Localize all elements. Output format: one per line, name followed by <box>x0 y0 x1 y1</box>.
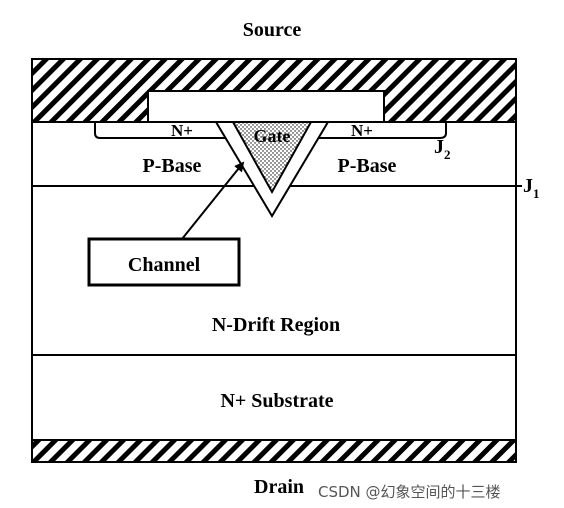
channel-arrow <box>181 161 245 240</box>
p-base-right-label: P-Base <box>338 155 397 177</box>
channel-callout-box <box>87 237 241 287</box>
j2-letter: J <box>434 136 444 158</box>
gate-oxide <box>147 90 385 123</box>
j1-label: J1 <box>523 175 540 201</box>
j2-label: J2 <box>434 136 451 162</box>
n-plus-left-region <box>94 122 226 139</box>
j1-letter: J <box>523 175 533 197</box>
gate-label: Gate <box>254 126 291 146</box>
j1-subscript: 1 <box>533 186 540 201</box>
channel-label: Channel <box>128 254 201 276</box>
j2-subscript: 2 <box>444 147 451 162</box>
n-drift-label: N-Drift Region <box>212 314 340 336</box>
n-substrate-label: N+ Substrate <box>220 390 333 412</box>
p-base-left-label: P-Base <box>143 155 202 177</box>
drain-label: Drain <box>254 476 304 498</box>
n-plus-right-region <box>316 122 447 139</box>
gate-poly <box>231 121 313 195</box>
n-plus-right-label: N+ <box>351 121 373 140</box>
csdn-watermark: CSDN @幻象空间的十三楼 <box>318 483 501 501</box>
source-label: Source <box>243 19 302 41</box>
drain-metal <box>31 439 517 463</box>
n-plus-left-label: N+ <box>171 121 193 140</box>
